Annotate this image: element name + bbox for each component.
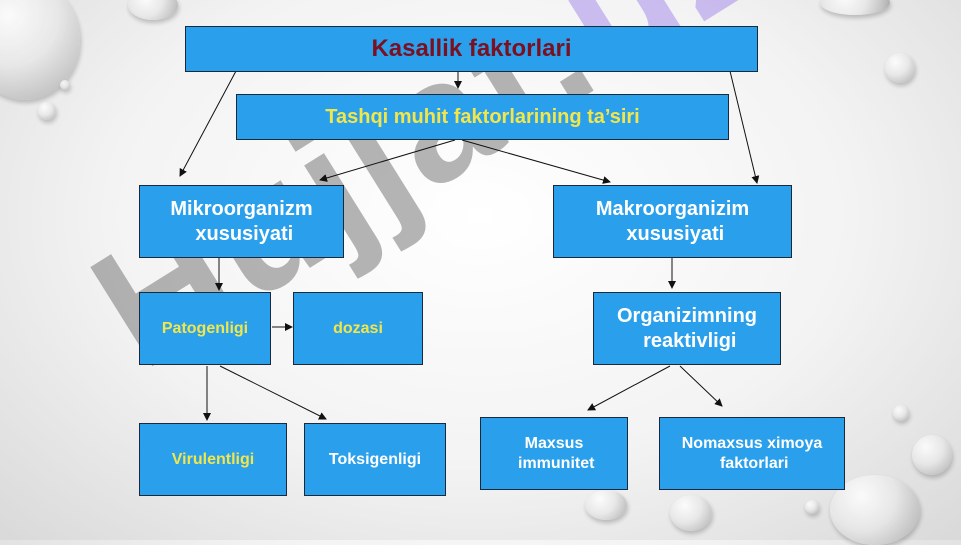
node-macroorganism: Makroorganizim xususiyati: [553, 185, 792, 258]
water-drop-decoration: [885, 53, 915, 83]
node-external-factors: Tashqi muhit faktorlarining ta’siri: [236, 94, 729, 140]
water-drop-decoration: [830, 475, 920, 545]
node-toxigenicity-label: Toksigenligi: [328, 450, 422, 468]
node-microorganism: Mikroorganizm xususiyati: [139, 185, 344, 258]
water-drop-decoration: [38, 102, 56, 120]
arrow-reactivity-to-specific: [587, 365, 671, 411]
node-virulence: Virulentligi: [139, 423, 287, 496]
node-dose: dozasi: [293, 292, 423, 365]
water-drop-decoration: [128, 0, 178, 20]
node-title-label: Kasallik faktorlari: [371, 35, 572, 62]
node-specific-immunity-label: Maxsus immunitet: [517, 434, 595, 472]
water-drop-decoration: [893, 405, 909, 421]
water-drop-decoration: [670, 495, 712, 531]
node-reactivity-label: Organizimning reaktivligi: [617, 304, 757, 352]
arrow-external-to-macro: [461, 139, 611, 184]
node-virulence-label: Virulentligi: [171, 450, 255, 468]
water-drop-decoration: [820, 0, 890, 15]
water-drop-decoration: [805, 500, 819, 514]
node-specific-immunity: Maxsus immunitet: [480, 417, 628, 490]
node-reactivity: Organizimning reaktivligi: [593, 292, 781, 365]
water-drop-decoration: [912, 435, 952, 475]
node-nonspecific-protection: Nomaxsus ximoya faktorlari: [659, 417, 845, 490]
arrow-reactivity-to-nonspecific: [679, 365, 723, 407]
arrow-pathogenicity-to-toxigenicity: [219, 365, 327, 420]
node-toxigenicity: Toksigenligi: [304, 423, 446, 496]
water-drop-decoration: [60, 80, 70, 90]
node-nonspecific-label: Nomaxsus ximoya faktorlari: [681, 434, 823, 472]
node-dose-label: dozasi: [333, 319, 383, 337]
arrow-external-to-micro: [319, 139, 456, 182]
arrow-title-to-micro: [179, 70, 237, 177]
node-pathogenicity: Patogenligi: [139, 292, 271, 365]
node-macro-label: Makroorganizim xususiyati: [595, 197, 750, 245]
water-drop-decoration: [585, 490, 627, 520]
node-external-label: Tashqi muhit faktorlarining ta’siri: [325, 105, 640, 128]
node-title: Kasallik faktorlari: [185, 26, 758, 72]
arrow-title-to-macro: [729, 70, 760, 184]
node-micro-label: Mikroorganizm xususiyati: [170, 197, 313, 245]
node-pathogenicity-label: Patogenligi: [161, 319, 249, 337]
